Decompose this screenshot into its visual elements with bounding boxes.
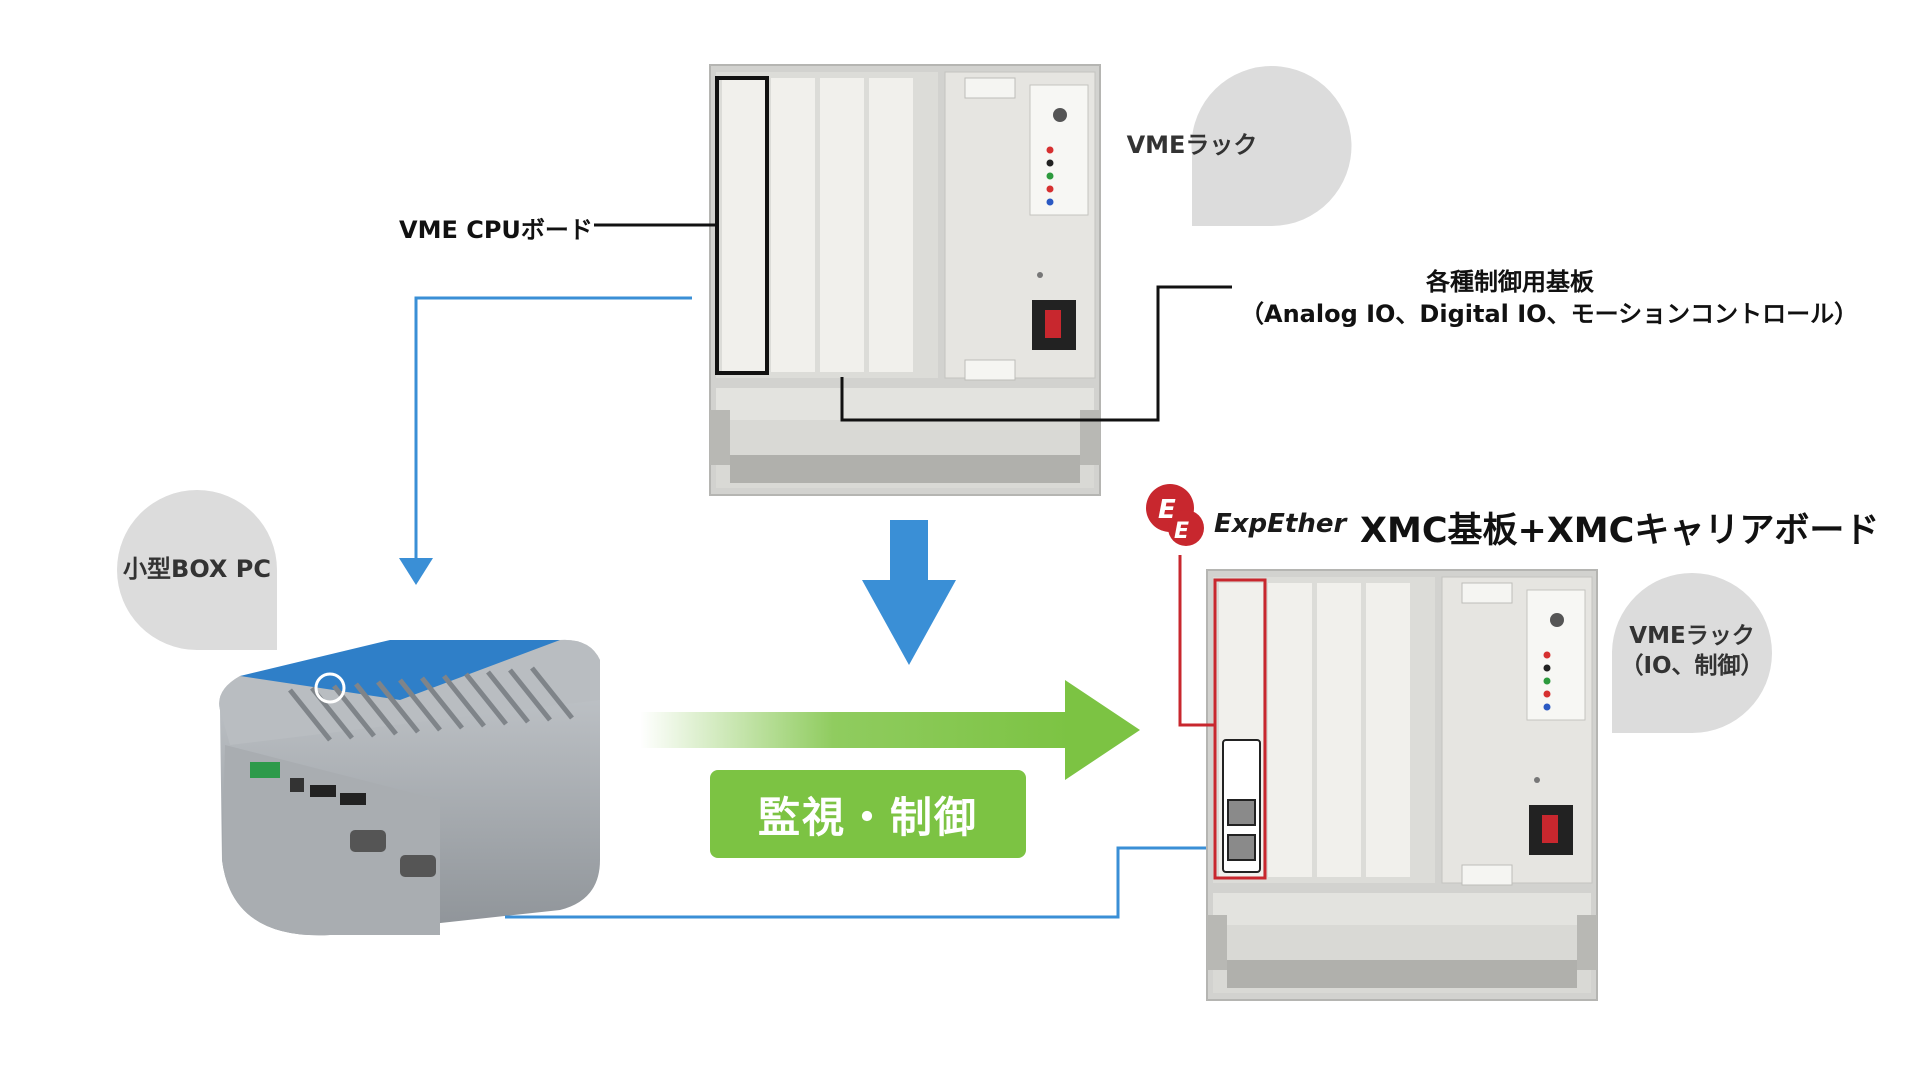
label-control-boards-title: 各種制御用基板 xyxy=(1426,268,1594,296)
bubble-box-pc-shape xyxy=(117,490,277,650)
red-callout-line xyxy=(1178,555,1215,727)
label-xmc-boards: XMC基板+XMCキャリアボード xyxy=(1360,511,1880,551)
bubble-vme-rack-io-line2: （IO、制御） xyxy=(1620,653,1764,679)
box-pc-device xyxy=(90,639,600,936)
bubble-vme-rack-text: VMEラック xyxy=(1126,131,1258,160)
bubble-box-pc: 小型BOX PC xyxy=(117,490,277,650)
green-right-arrow xyxy=(640,680,1140,780)
expether-logo: E E ExpEther xyxy=(1146,484,1348,546)
vme-rack-bottom xyxy=(1206,569,1598,1001)
svg-text:ExpEther: ExpEther xyxy=(1214,509,1348,539)
bubble-vme-rack: VMEラック xyxy=(1112,66,1272,226)
svg-text:E: E xyxy=(1158,495,1176,525)
bubble-vme-rack-io-line1: VMEラック xyxy=(1629,623,1755,650)
bubble-box-pc-text: 小型BOX PC xyxy=(123,555,271,584)
label-vme-cpu-board: VME CPUボード xyxy=(399,216,593,244)
big-blue-down-arrow xyxy=(862,520,956,665)
monitor-control-badge: 監視・制御 xyxy=(710,770,1026,858)
vme-rack-top xyxy=(709,64,1101,496)
label-control-boards-detail: （Analog IO、Digital IO、モーションコントロール） xyxy=(1240,300,1859,328)
blue-line-top xyxy=(414,296,692,565)
blue-arrowhead-down-small xyxy=(399,558,433,585)
bubble-vme-rack-shape xyxy=(1191,66,1352,226)
bubble-vme-rack-io: VMEラック （IO、制御） xyxy=(1612,572,1772,732)
control-callout-line xyxy=(840,285,1232,422)
monitor-control-text: 監視・制御 xyxy=(757,792,978,842)
bubble-vme-rack-io-shape xyxy=(1612,573,1772,733)
svg-text:E: E xyxy=(1174,519,1189,544)
blue-line-bottom xyxy=(505,846,1230,919)
